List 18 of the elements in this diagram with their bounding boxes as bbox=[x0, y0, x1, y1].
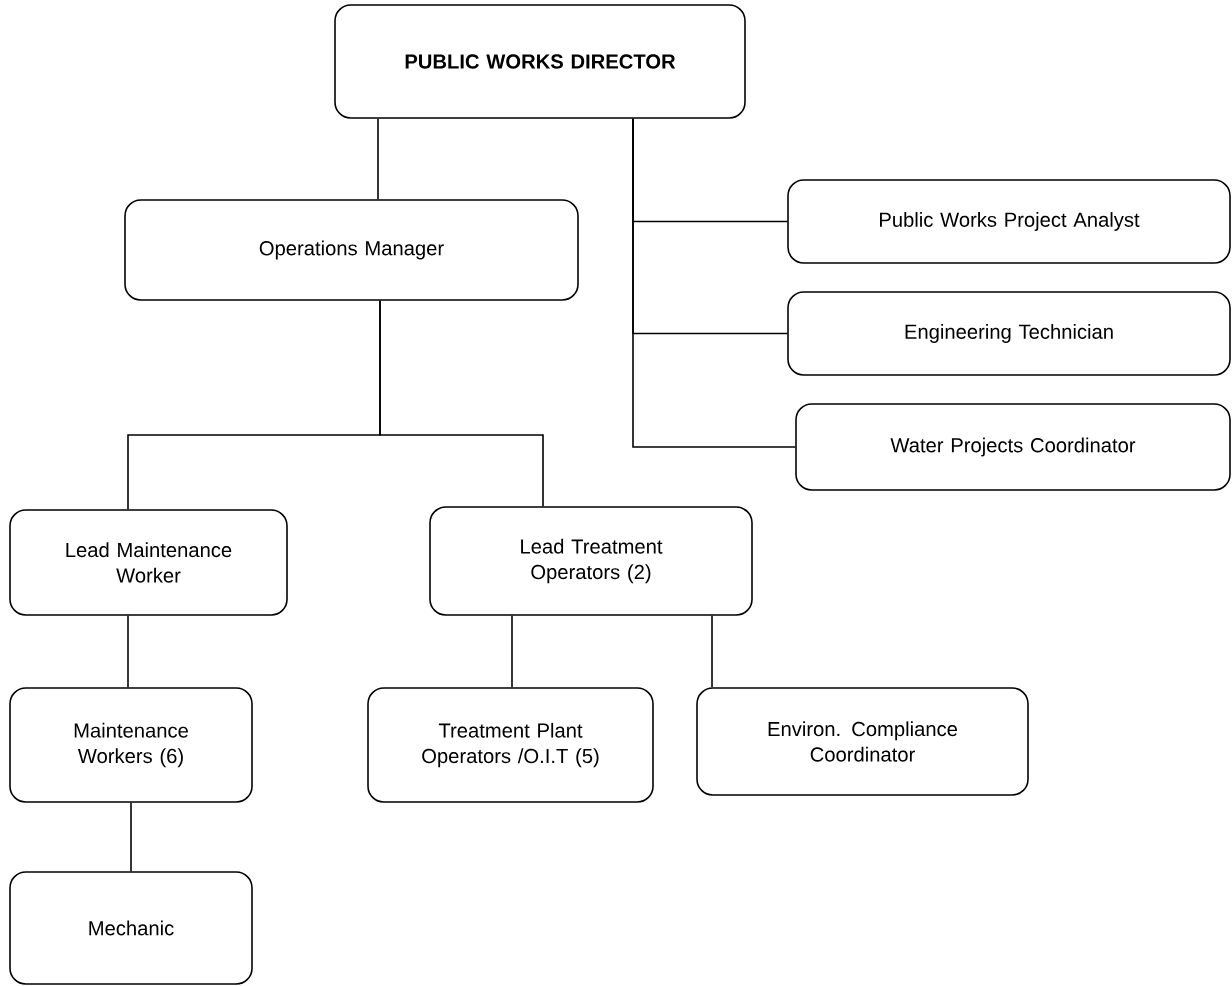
position-box: Maintenance Workers (6) bbox=[9, 687, 253, 803]
connector-line bbox=[379, 300, 544, 507]
position-box: Treatment Plant Operators /O.I.T (5) bbox=[367, 687, 654, 803]
position-box: PUBLIC WORKS DIRECTOR bbox=[334, 4, 746, 119]
connector-line bbox=[377, 118, 379, 200]
connector-line bbox=[711, 615, 713, 688]
connector-line bbox=[130, 802, 132, 872]
position-box: Lead Treatment Operators (2) bbox=[429, 506, 753, 616]
position-box: Environ. Compliance Coordinator bbox=[696, 687, 1029, 796]
position-box: Engineering Technician bbox=[787, 291, 1231, 376]
position-box: Mechanic bbox=[9, 871, 253, 985]
connector-line bbox=[632, 118, 796, 448]
position-box: Water Projects Coordinator bbox=[795, 403, 1231, 491]
connector-line bbox=[127, 615, 129, 688]
position-box: Lead Maintenance Worker bbox=[9, 509, 288, 616]
connector-line bbox=[511, 615, 513, 688]
position-box: Operations Manager bbox=[124, 199, 579, 301]
position-box: Public Works Project Analyst bbox=[787, 179, 1231, 264]
